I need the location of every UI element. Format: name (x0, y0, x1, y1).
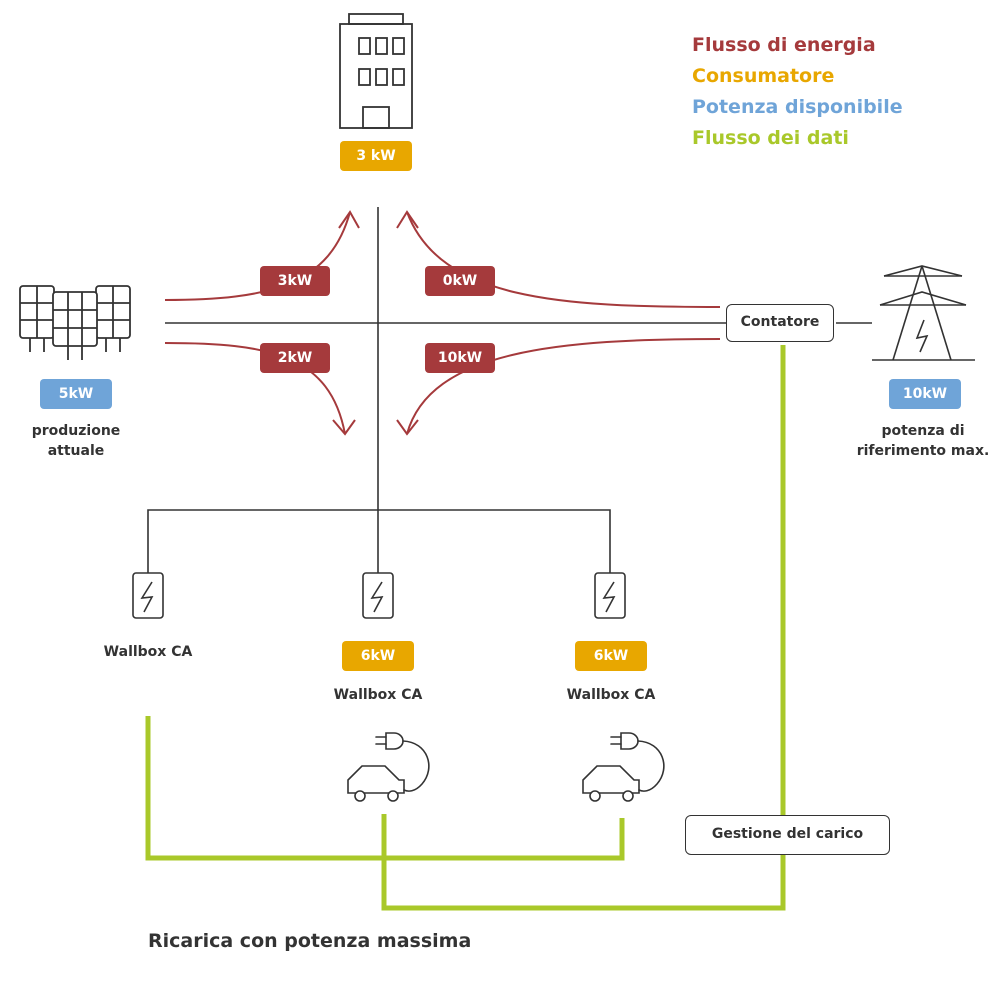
wallbox-icon (362, 572, 394, 619)
solar-panels-icon (19, 285, 131, 360)
building-icon (339, 13, 413, 129)
flow-badge-grid-to-building: 0kW (425, 266, 495, 296)
load-management-box: Gestione del carico (685, 815, 890, 855)
building-power-badge: 3 kW (340, 141, 412, 171)
wallbox-icon (132, 572, 164, 619)
legend-consumer: Consumatore (692, 65, 835, 87)
wallbox-label-2: Wallbox CA (333, 687, 423, 703)
electric-car-icon (347, 732, 430, 802)
grid-power-badge: 10kW (889, 379, 961, 409)
grid-caption: potenza di riferimento max. (856, 423, 990, 459)
power-pylon-icon (872, 265, 975, 361)
energy-flow-curves (164, 210, 721, 436)
data-flow-lines (145, 345, 786, 911)
flow-badge-solar-to-wallboxes: 2kW (260, 343, 330, 373)
meter-box: Contatore (726, 304, 834, 342)
flow-badge-solar-to-building: 3kW (260, 266, 330, 296)
electric-car-icon (582, 732, 665, 802)
wiring-lines (147, 207, 872, 573)
wallbox-label-3: Wallbox CA (566, 687, 656, 703)
legend-data-flow: Flusso dei dati (692, 127, 849, 149)
wallbox-icon (594, 572, 626, 619)
legend-available-power: Potenza disponibile (692, 96, 903, 118)
solar-power-badge: 5kW (40, 379, 112, 409)
flow-badge-grid-to-wallboxes: 10kW (425, 343, 495, 373)
diagram-title: Ricarica con potenza massima (148, 930, 472, 952)
wallbox-power-badge-3: 6kW (575, 641, 647, 671)
wallbox-power-badge-2: 6kW (342, 641, 414, 671)
wallbox-label-1: Wallbox CA (103, 644, 193, 660)
legend: Flusso di energia Consumatore Potenza di… (692, 30, 903, 154)
legend-energy-flow: Flusso di energia (692, 34, 876, 56)
solar-caption: produzione attuale (31, 423, 121, 459)
